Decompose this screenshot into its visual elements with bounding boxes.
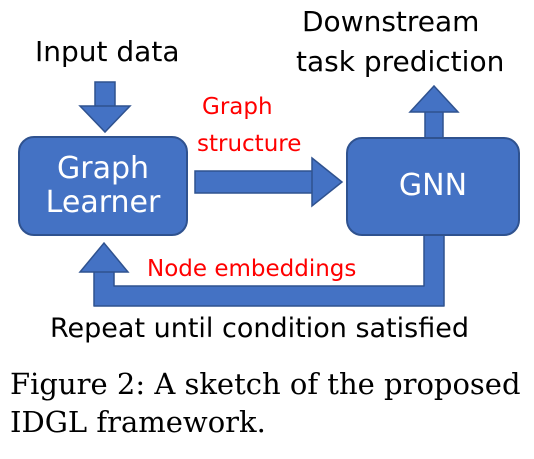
input-arrow [78,81,132,134]
output-label-line1: Downstream [302,5,480,38]
input-data-label: Input data [35,35,180,68]
loop-condition-label: Repeat until condition satisfied [50,313,469,344]
output-label-line2: task prediction [296,45,505,78]
output-arrow [408,84,460,141]
graph-learner-box: Graph Learner [18,136,188,236]
graph-learner-label-line1: Graph [56,150,150,186]
figure-caption-line2: IDGL framework. [10,405,266,439]
graph-structure-arrow [194,156,344,208]
figure-caption-line1: Figure 2: A sketch of the proposed [10,367,521,401]
graph-learner-label-line2: Learner [45,185,161,220]
node-embeddings-label: Node embeddings [147,256,357,282]
feedback-loop-arrow [78,233,445,307]
gnn-box: GNN [346,137,520,236]
gnn-label: GNN [398,168,468,204]
graph-structure-label-line1: Graph [202,94,273,120]
graph-structure-label-line2: structure [197,131,302,157]
